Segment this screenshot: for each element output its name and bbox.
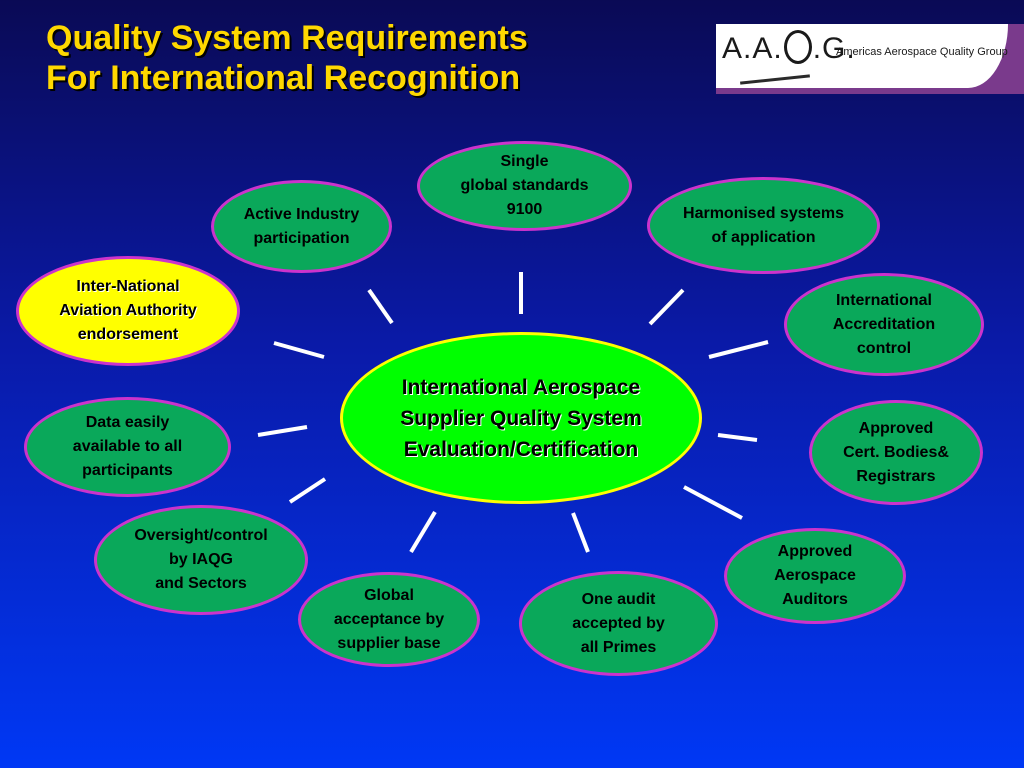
logo-background bbox=[716, 24, 1008, 88]
node-global-acceptance: Global acceptance by supplier base bbox=[298, 572, 480, 667]
node-approved-cert-bodies: Approved Cert. Bodies& Registrars bbox=[809, 400, 983, 505]
ray-data-easily-available bbox=[257, 425, 308, 437]
node-oversight-control: Oversight/control by IAQG and Sectors bbox=[94, 505, 308, 615]
node-harmonised-systems: Harmonised systems of application bbox=[647, 177, 880, 274]
ray-harmonised-systems bbox=[648, 288, 685, 326]
title-line-1: Quality System Requirements bbox=[46, 19, 528, 57]
central-concept-oval: International Aerospace Supplier Quality… bbox=[340, 332, 702, 504]
logo-mark: A.A..G. bbox=[722, 30, 856, 65]
ray-global-acceptance bbox=[409, 510, 437, 554]
logo-organization-name: Americas Aerospace Quality Group bbox=[836, 46, 1008, 58]
node-inter-national-aviation: Inter-National Aviation Authority endors… bbox=[16, 256, 240, 366]
node-active-industry: Active Industry participation bbox=[211, 180, 392, 273]
node-data-easily-available: Data easily available to all participant… bbox=[24, 397, 231, 497]
node-one-audit: One audit accepted by all Primes bbox=[519, 571, 718, 676]
slide-title: Quality System Requirements For Internat… bbox=[46, 18, 528, 98]
title-line-2: For International Recognition bbox=[46, 59, 521, 97]
node-approved-aerospace-auditors: Approved Aerospace Auditors bbox=[724, 528, 906, 624]
aaqg-logo: A.A..G. Americas Aerospace Quality Group bbox=[716, 24, 1024, 94]
ray-approved-cert-bodies bbox=[717, 433, 758, 442]
ray-one-audit bbox=[571, 512, 590, 553]
ray-international-accreditation bbox=[708, 340, 769, 359]
ray-oversight-control bbox=[288, 477, 327, 504]
node-international-accreditation: International Accreditation control bbox=[784, 273, 984, 376]
ray-inter-national-aviation bbox=[273, 341, 325, 359]
node-single-global-standards: Single global standards 9100 bbox=[417, 141, 632, 231]
ray-active-industry bbox=[367, 288, 394, 325]
ray-approved-aerospace-auditors bbox=[683, 485, 743, 520]
